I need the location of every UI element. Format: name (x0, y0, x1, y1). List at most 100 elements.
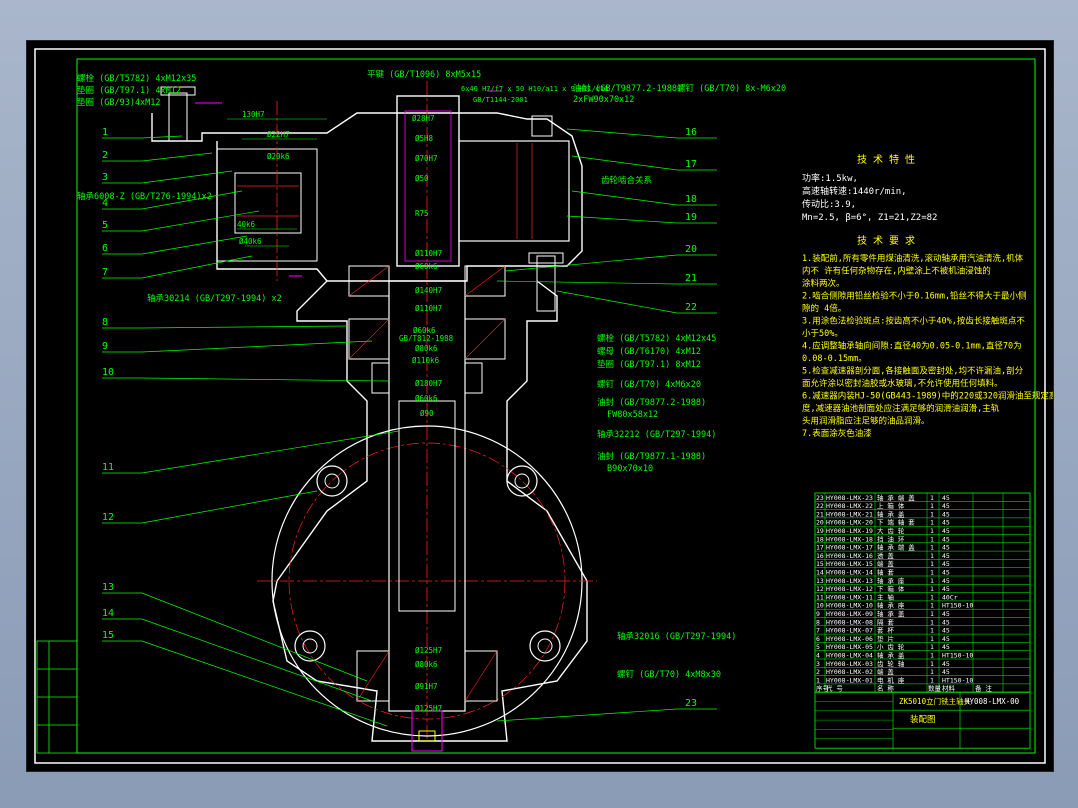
bom-cell-name: 轴 承 座 (877, 601, 905, 610)
binding-strip (36, 640, 78, 754)
bom-cell-no: 6 (816, 635, 820, 643)
bom-cell-code: HY008-LMX-15 (826, 560, 873, 568)
bom-cell-qty: 1 (930, 676, 934, 684)
balloon-11: 11 (102, 462, 114, 473)
bom-cell-mat: 45 (942, 535, 950, 543)
tech-req-line: 头用润滑脂应注足够的油品润滑。 (802, 416, 930, 427)
dim-d4: Ø28H7 (412, 114, 435, 123)
callout-top-seal: 油封 (GB/T9877.2-1988) (573, 83, 682, 94)
bom-cell-qty: 1 (930, 610, 934, 618)
bom-cell-mat: HT150-10 (942, 676, 973, 684)
callout-bottom-bearing: 轴承32016 (GB/T297-1994) (617, 631, 736, 642)
tech-req-line: 4.应调整轴承轴向间隙:直径40为0.05-0.1mm,直径70为 (802, 341, 1022, 352)
tech-req-line: 1.装配前,所有零件用煤油清洗,滚动轴承用汽油清洗,机体 (802, 253, 1024, 264)
leader-lines (102, 128, 717, 727)
tech-req-line: 隙的 4倍。 (802, 303, 846, 314)
callout-top-left-2: 垫圈 (GB/T97.1) 4xM12 (77, 85, 181, 96)
bom-cell-mat: 45 (942, 560, 950, 568)
bom-cell-name: 垫 片 (877, 634, 894, 643)
bom-cell-no: 16 (816, 552, 824, 560)
bom-cell-no: 14 (816, 569, 824, 577)
bom-cell-mat: 45 (942, 660, 950, 668)
bom-cell-name: 小 齿 轮 (877, 642, 905, 651)
bom-cell-qty: 1 (930, 660, 934, 668)
balloon-13: 13 (102, 582, 114, 593)
bom-cell-qty: 1 (930, 544, 934, 552)
bom-cell-name: 轴 承 端 盖 (877, 543, 915, 552)
bom-cell-no: 23 (816, 494, 824, 502)
callout-left-bearing: 轴承6008-Z (GB/T276-1994)x2 (77, 191, 212, 202)
dim-d19: Ø91H7 (415, 682, 438, 691)
tech-req-line: 内不 许有任何杂物存在,内壁涂上不被机油浸蚀的 (802, 266, 991, 277)
balloon-1: 1 (102, 127, 108, 138)
bom-cell-qty: 1 (930, 577, 934, 585)
dim-d13: Ø140H7 (415, 286, 442, 295)
bom-header-mat: 材料 (942, 684, 956, 693)
balloon-18: 18 (685, 194, 697, 205)
bom-cell-mat: 45 (942, 627, 950, 635)
bom-cell-mat: 45 (942, 610, 950, 618)
tech-spec-line: 高速轴转速:1440r/min, (802, 185, 907, 197)
balloon-7: 7 (102, 267, 108, 278)
balloon-21: 21 (685, 273, 697, 284)
bom-cell-no: 22 (816, 502, 824, 510)
bom-cell-code: HY008-LMX-08 (826, 618, 873, 626)
bom-cell-name: 轴 承 盖 (877, 609, 905, 618)
bom-cell-qty: 1 (930, 519, 934, 527)
callout-left-bearing2: 轴承30214 (GB/T297-1994) x2 (147, 293, 282, 304)
bom-cell-mat: 45 (942, 552, 950, 560)
bom-cell-name: 挡 油 环 (877, 534, 905, 543)
tech-req-line: 2.啮合侧隙用铅丝检验不小于0.16mm,铅丝不得大于最小侧 (802, 291, 1027, 302)
dim-d15: Ø60k6 (413, 326, 436, 335)
bom-cell-name: 端 盖 (877, 559, 894, 568)
balloon-8: 8 (102, 317, 108, 328)
dim-d23: Ø110k6 (412, 356, 440, 365)
bom-cell-mat: 45 (942, 585, 950, 593)
bom-cell-mat: 40Cr (942, 593, 958, 601)
dim-d1: 130H7 (242, 110, 265, 119)
dim-d9: Ø70H7 (415, 154, 438, 163)
callout-top-key: 平键 (GB/T1096) 8xM5x15 (367, 69, 481, 80)
bom-cell-code: HY008-LMX-19 (826, 527, 873, 535)
bom-cell-mat: 45 (942, 502, 950, 510)
callout-right-f: 轴承32212 (GB/T297-1994) (597, 429, 716, 440)
dim-d18: Ø80k6 (415, 660, 438, 669)
bom-cell-code: HY008-LMX-23 (826, 494, 873, 502)
bom-cell-code: HY008-LMX-03 (826, 660, 873, 668)
callout-right-e2: FW80x58x12 (607, 410, 658, 420)
tech-req-line: 面允许涂以密封油胶或水玻璃,不允许使用任何填料。 (802, 378, 1003, 389)
bom-cell-name: 下 端 轴 套 (877, 518, 915, 527)
bom-cell-code: HY008-LMX-07 (826, 627, 873, 635)
bom-cell-name: 电 机 座 (877, 675, 905, 684)
bom-cell-code: HY008-LMX-14 (826, 569, 873, 577)
tech-spec-line: 功率:1.5kw, (802, 172, 858, 184)
tech-req-line: 5.检查减速器剖分面,各接触面及密封处,均不许漏油,剖分 (802, 366, 1024, 377)
bom-cell-name: 大 齿 轮 (877, 526, 905, 535)
bom-cell-no: 7 (816, 627, 820, 635)
bom-cell-qty: 1 (930, 635, 934, 643)
balloon-16: 16 (685, 127, 697, 138)
balloon-12: 12 (102, 512, 114, 523)
bom-cell-mat: 45 (942, 569, 950, 577)
callout-gear-mesh: 齿轮啮合关系 (601, 175, 652, 186)
bom-cell-code: HY008-LMX-17 (826, 544, 873, 552)
balloon-15: 15 (102, 630, 114, 641)
dim-d14: Ø110H7 (415, 304, 442, 313)
bom-cell-name: 透 盖 (877, 551, 894, 560)
bom-cell-no: 13 (816, 577, 824, 585)
bom-cell-qty: 1 (930, 527, 934, 535)
dim-d10: Ø50 (415, 174, 429, 183)
bom-cell-no: 18 (816, 535, 824, 543)
bom-cell-no: 3 (816, 660, 820, 668)
bom-cell-no: 10 (816, 602, 824, 610)
dim-d12: Ø60k6 (415, 262, 438, 271)
bom-cell-name: 隔 套 (877, 617, 894, 626)
bom-cell-code: HY008-LMX-10 (826, 602, 873, 610)
bom-header-note: 备 注 (975, 684, 992, 693)
tech-req-line: 涂料两次。 (802, 278, 845, 289)
callout-top-gear2: GB/T1144-2001 (473, 96, 528, 104)
bom-cell-mat: 45 (942, 544, 950, 552)
bom-header-qty: 数量 (928, 684, 942, 693)
bom-cell-name: 轴 套 (877, 568, 894, 577)
